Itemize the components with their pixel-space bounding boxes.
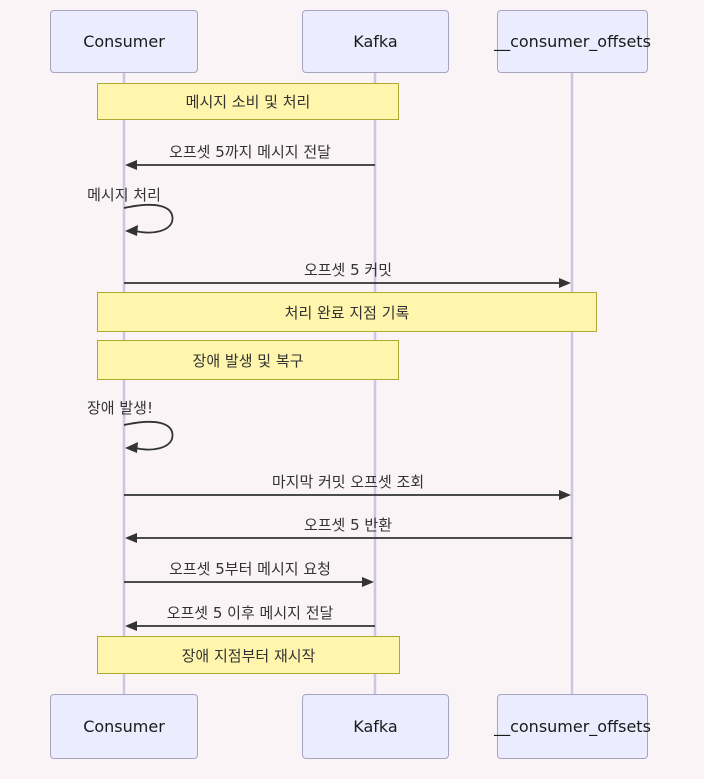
participant-top-consumer-offsets: __consumer_offsets xyxy=(494,10,651,73)
arrowhead-msg-2 xyxy=(125,225,138,236)
participant-top-kafka: Kafka xyxy=(302,10,449,73)
participant-label: Consumer xyxy=(83,717,165,736)
participant-label: __consumer_offsets xyxy=(494,32,651,51)
self-loop-msg-2 xyxy=(123,204,174,234)
arrowhead-msg-6 xyxy=(125,533,137,543)
note-restart-from-failure: 장애 지점부터 재시작 xyxy=(97,636,400,674)
note-consume-process: 메시지 소비 및 처리 xyxy=(97,83,399,120)
participant-label: __consumer_offsets xyxy=(494,717,651,736)
message-label-5: 마지막 커밋 오프셋 조회 xyxy=(271,473,425,491)
note-label: 장애 발생 및 복구 xyxy=(192,351,304,370)
message-label-4: 장애 발생! xyxy=(87,399,153,417)
participant-top-consumer: Consumer xyxy=(50,10,198,73)
arrowhead-msg-3 xyxy=(559,278,571,288)
note-label: 장애 지점부터 재시작 xyxy=(181,646,316,665)
note-label: 메시지 소비 및 처리 xyxy=(185,93,311,111)
note-failure-recovery: 장애 발생 및 복구 xyxy=(97,340,399,380)
message-label-2: 메시지 처리 xyxy=(87,186,161,204)
note-label: 처리 완료 지점 기록 xyxy=(284,303,410,322)
message-label-1: 오프셋 5까지 메시지 전달 xyxy=(169,143,331,161)
arrowhead-msg-5 xyxy=(559,490,571,500)
arrowhead-msg-7 xyxy=(362,577,374,587)
participant-bottom-consumer: Consumer xyxy=(50,694,198,759)
message-label-3: 오프셋 5 커밋 xyxy=(303,261,393,279)
arrowhead-msg-8 xyxy=(125,621,137,631)
participant-label: Consumer xyxy=(83,32,165,51)
message-label-6: 오프셋 5 반환 xyxy=(303,516,393,534)
arrowhead-msg-1 xyxy=(125,160,137,170)
message-label-7: 오프셋 5부터 메시지 요청 xyxy=(169,560,331,578)
note-record-progress: 처리 완료 지점 기록 xyxy=(97,292,597,332)
arrowhead-msg-4 xyxy=(125,442,138,453)
participant-bottom-consumer-offsets: __consumer_offsets xyxy=(494,694,651,759)
self-loop-msg-4 xyxy=(123,421,174,451)
participant-label: Kafka xyxy=(353,32,398,51)
message-label-8: 오프셋 5 이후 메시지 전달 xyxy=(166,604,334,622)
participant-bottom-kafka: Kafka xyxy=(302,694,449,759)
participant-label: Kafka xyxy=(353,717,398,736)
